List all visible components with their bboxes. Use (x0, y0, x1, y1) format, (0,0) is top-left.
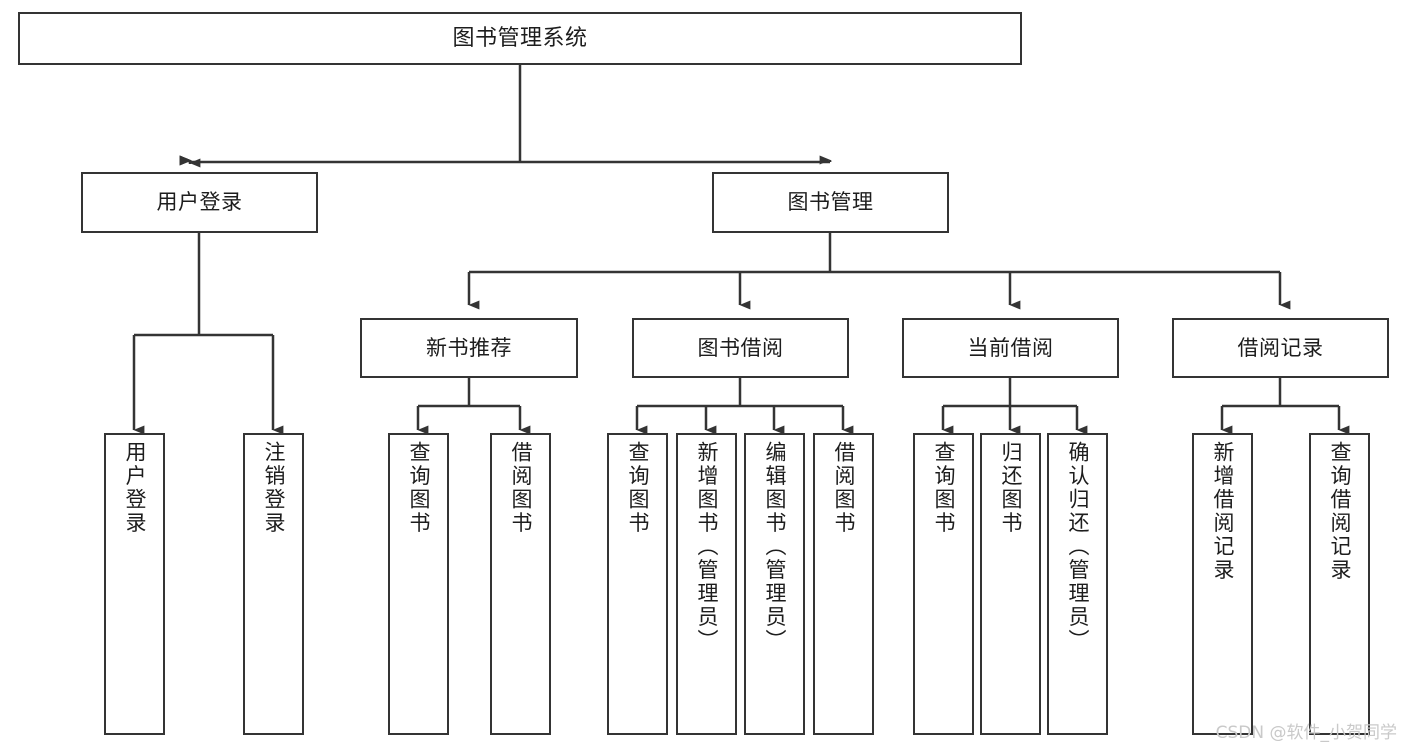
node-leaf-query-book-current[interactable]: 查询图书 (913, 433, 974, 735)
node-label: 编辑图书（管理员） (763, 441, 787, 653)
node-label: 图书借阅 (697, 335, 784, 360)
node-label: 当前借阅 (967, 335, 1054, 360)
node-leaf-confirm-return-admin[interactable]: 确认归还（管理员） (1047, 433, 1108, 735)
node-label: 用户登录 (156, 190, 243, 215)
node-label: 借阅图书 (832, 441, 856, 535)
node-leaf-edit-book-admin[interactable]: 编辑图书（管理员） (744, 433, 805, 735)
node-label: 新书推荐 (426, 335, 512, 360)
node-label: 借阅记录 (1237, 335, 1324, 360)
node-label: 查询图书 (626, 441, 650, 535)
node-leaf-logout[interactable]: 注销登录 (243, 433, 304, 735)
node-book-borrow[interactable]: 图书借阅 (632, 318, 849, 378)
node-label: 新增图书（管理员） (695, 441, 719, 653)
node-label: 新增借阅记录 (1211, 441, 1235, 582)
node-borrow-record[interactable]: 借阅记录 (1172, 318, 1389, 378)
node-leaf-query-borrow-record[interactable]: 查询借阅记录 (1309, 433, 1370, 735)
node-new-book-recommend[interactable]: 新书推荐 (360, 318, 578, 378)
node-leaf-user-login[interactable]: 用户登录 (104, 433, 165, 735)
node-label: 用户登录 (123, 441, 147, 535)
node-label: 图书管理 (787, 190, 874, 215)
node-leaf-add-borrow-record[interactable]: 新增借阅记录 (1192, 433, 1253, 735)
node-label: 图书管理系统 (452, 25, 588, 51)
node-leaf-borrow-book[interactable]: 借阅图书 (813, 433, 874, 735)
node-user-login[interactable]: 用户登录 (81, 172, 318, 233)
node-label: 注销登录 (262, 441, 286, 535)
node-root-book-management-system[interactable]: 图书管理系统 (18, 12, 1022, 65)
csdn-watermark: CSDN @软件_小贺同学 (1215, 723, 1397, 743)
node-leaf-borrow-book-recommend[interactable]: 借阅图书 (490, 433, 551, 735)
node-leaf-add-book-admin[interactable]: 新增图书（管理员） (676, 433, 737, 735)
node-current-borrow[interactable]: 当前借阅 (902, 318, 1119, 378)
node-label: 归还图书 (999, 441, 1023, 535)
node-book-management[interactable]: 图书管理 (712, 172, 949, 233)
node-label: 查询借阅记录 (1328, 441, 1352, 582)
node-label: 查询图书 (407, 441, 431, 535)
node-label: 确认归还（管理员） (1066, 441, 1090, 653)
node-leaf-return-book[interactable]: 归还图书 (980, 433, 1041, 735)
node-leaf-query-book-recommend[interactable]: 查询图书 (388, 433, 449, 735)
node-leaf-query-book-borrow[interactable]: 查询图书 (607, 433, 668, 735)
node-label: 查询图书 (932, 441, 956, 535)
node-label: 借阅图书 (509, 441, 533, 535)
